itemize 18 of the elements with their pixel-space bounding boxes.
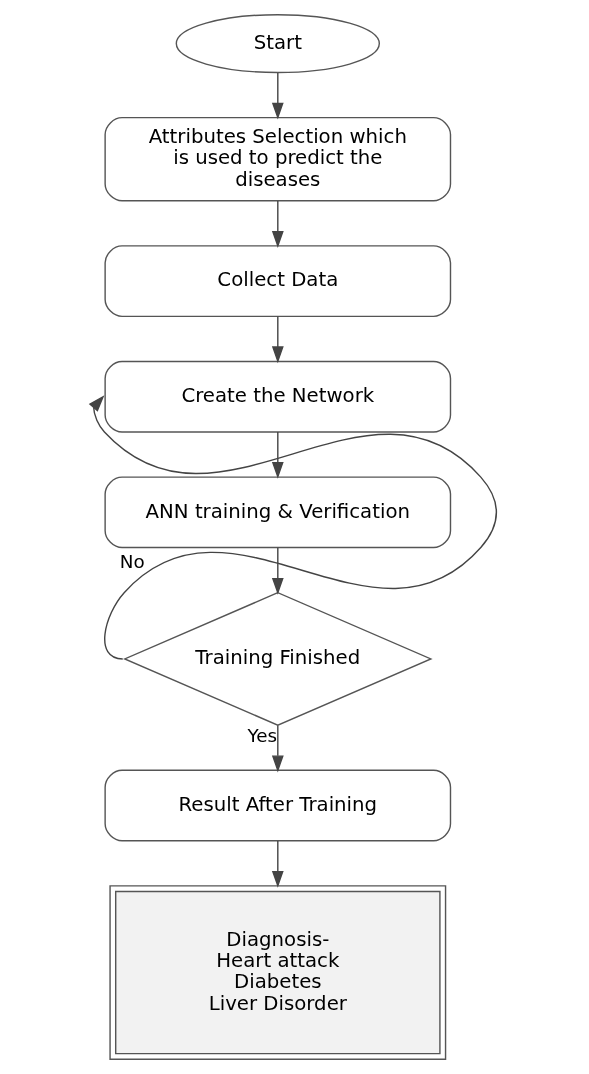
arrow (271, 840, 284, 888)
arrow (271, 724, 284, 773)
arrow (271, 72, 284, 120)
edge-label: No (119, 551, 145, 573)
arrow (271, 315, 284, 364)
arrow (271, 547, 284, 595)
arrow (88, 395, 497, 660)
arrow (271, 431, 284, 479)
node-ellipse: Start (175, 14, 380, 74)
node-box: Create the Network (103, 360, 451, 433)
node-box: Attributes Selection which is used to predict the diseases (103, 116, 451, 202)
edge-label: Yes (247, 725, 277, 747)
arrow (271, 200, 284, 248)
node-box: ANN training & Verification (103, 476, 451, 549)
node-box: Diagnosis- Heart attack Diabetes Liver Disorder (108, 885, 446, 1060)
node-diamond: Training Finished (122, 591, 433, 726)
node-box: Collect Data (103, 245, 451, 318)
node-box: Result After Training (103, 769, 451, 842)
